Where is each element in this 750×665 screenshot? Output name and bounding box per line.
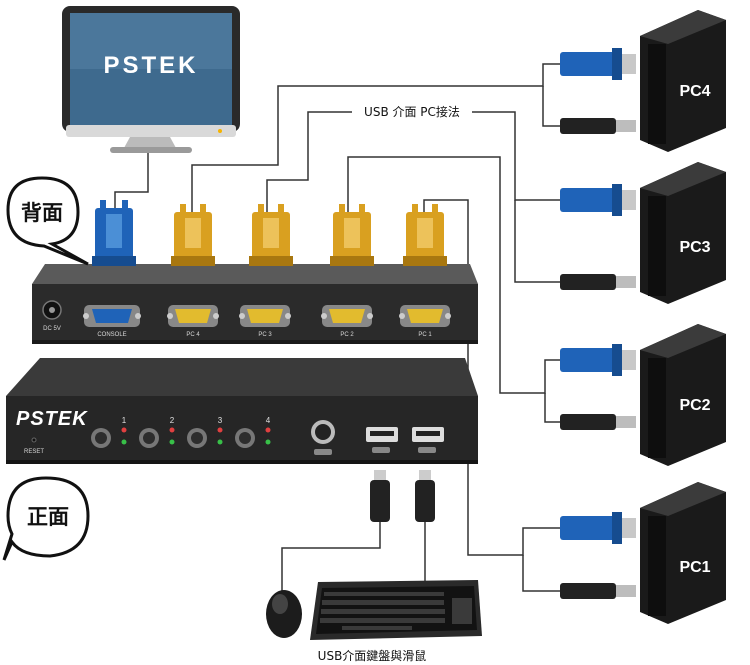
- select-button-2[interactable]: [139, 427, 175, 449]
- usb-pc-connection-label: USB 介面 PC接法: [364, 104, 460, 119]
- pc2-label: PC2: [679, 397, 710, 414]
- bubble-front: [2, 476, 90, 561]
- usb-keyboard-mouse-label: USB介面鍵盤與滑鼠: [318, 648, 427, 663]
- pc3-vga-connector: [560, 184, 636, 216]
- vga-plug-gold-pc1: [403, 204, 447, 266]
- usb-port-mouse[interactable]: [412, 427, 444, 453]
- bubble-front-text: 正面: [27, 505, 69, 529]
- monitor-brand: PSTEK: [103, 52, 198, 79]
- pc4-tower: [640, 10, 726, 152]
- vga-port-console[interactable]: [83, 305, 141, 327]
- pc2-usb-connector: [560, 414, 636, 430]
- pc3-tower: [640, 162, 726, 304]
- pc1-tower: [640, 482, 726, 624]
- usb-plug-mouse: [415, 470, 435, 522]
- usb-port-keyboard[interactable]: [366, 427, 398, 453]
- vga-plug-blue-console: [92, 200, 136, 266]
- pc1-vga-connector: [560, 512, 636, 544]
- dc-label: DC 5V: [43, 326, 61, 332]
- ps2-port[interactable]: [311, 420, 335, 455]
- vga-port-pc3[interactable]: [239, 305, 291, 327]
- keyboard: [310, 580, 482, 640]
- pc4-usb-connector: [560, 118, 636, 134]
- vga-port-pc1[interactable]: [399, 305, 451, 327]
- button-number-2: 2: [170, 416, 175, 425]
- pc1-usb-connector: [560, 583, 636, 599]
- port-label-pc3: PC 3: [258, 332, 272, 338]
- port-label-pc1: PC 1: [418, 332, 432, 338]
- pc2-tower: [640, 324, 726, 466]
- pc3-usb-connector: [560, 274, 636, 290]
- select-button-3[interactable]: [187, 427, 223, 449]
- mouse: [266, 590, 302, 638]
- vga-port-pc2[interactable]: [321, 305, 373, 327]
- pc4-label: PC4: [679, 83, 710, 100]
- bubble-back-text: 背面: [21, 201, 63, 225]
- vga-plug-gold-pc4: [171, 204, 215, 266]
- front-brand: PSTEK: [16, 408, 88, 430]
- port-label-console: CONSOLE: [97, 332, 126, 338]
- pc1-label: PC1: [679, 559, 710, 576]
- select-button-4[interactable]: [235, 427, 271, 449]
- reset-label: RESET: [24, 449, 44, 455]
- button-number-1: 1: [122, 416, 127, 425]
- button-number-3: 3: [218, 416, 223, 425]
- monitor: [62, 6, 240, 153]
- pc2-vga-connector: [560, 344, 636, 376]
- pc3-label: PC3: [679, 239, 710, 256]
- vga-plug-gold-pc3: [249, 204, 293, 266]
- connection-lines: [114, 63, 560, 598]
- port-label-pc2: PC 2: [340, 332, 354, 338]
- bubble-back: [6, 176, 89, 266]
- vga-plug-gold-pc2: [330, 204, 374, 266]
- button-number-4: 4: [266, 416, 271, 425]
- pc4-vga-connector: [560, 48, 636, 80]
- port-label-pc4: PC 4: [186, 332, 200, 338]
- usb-plug-keyboard: [370, 470, 390, 522]
- select-button-1[interactable]: [91, 427, 127, 449]
- vga-port-pc4[interactable]: [167, 305, 219, 327]
